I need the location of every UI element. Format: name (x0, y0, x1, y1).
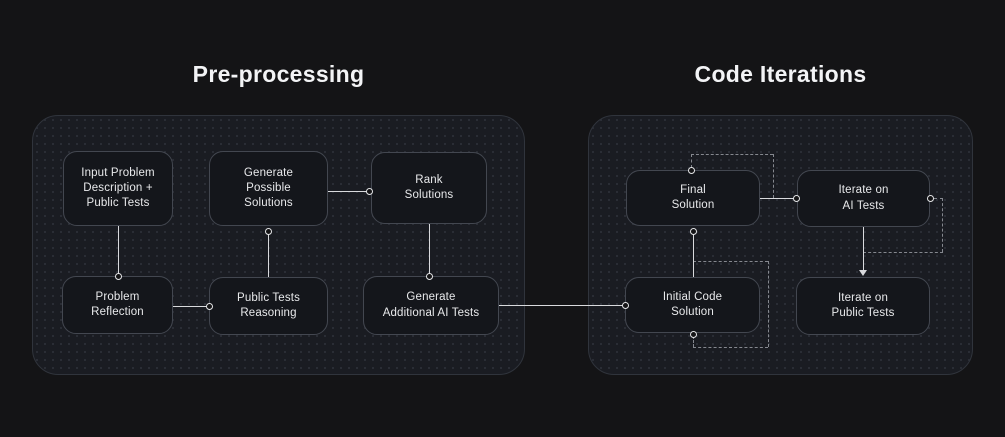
node-generate-possible-solutions-label: Generate Possible Solutions (243, 166, 294, 210)
edge-generate-possible-to-rank-solutions (328, 191, 368, 192)
edge-dashed-initial-code-bottom-h (693, 347, 768, 348)
edge-initial-code-to-final-solution (693, 233, 694, 277)
circle-marker-problem-reflection-top (115, 273, 122, 280)
edge-problem-reflection-to-public-tests-reasoning (173, 306, 207, 307)
edge-input-problem-to-problem-reflection (118, 226, 119, 274)
circle-marker-iterate-ai-right (927, 195, 934, 202)
node-final-solution-label: Final Solution (671, 183, 715, 211)
panel-code-iterations (588, 115, 973, 375)
circle-marker-rank-solutions-left (366, 188, 373, 195)
edge-dashed-final-solution-top-v (691, 154, 692, 168)
edge-final-solution-to-iterate-ai (760, 198, 794, 199)
circle-marker-initial-code-bottom (690, 331, 697, 338)
node-public-tests-reasoning: Public Tests Reasoning (209, 277, 328, 335)
edge-generate-ai-tests-to-initial-code (499, 305, 623, 306)
node-initial-code-solution: Initial Code Solution (625, 277, 760, 333)
edge-dashed-final-solution-top-h (691, 154, 773, 155)
edge-public-tests-reasoning-to-generate-possible (268, 233, 269, 277)
node-initial-code-solution-label: Initial Code Solution (662, 290, 723, 318)
node-input-problem-label: Input Problem Description + Public Tests (81, 166, 155, 210)
edge-rank-solutions-to-generate-ai-tests (429, 224, 430, 274)
node-generate-possible-solutions: Generate Possible Solutions (209, 151, 328, 226)
edge-iterate-ai-to-iterate-public (863, 227, 864, 270)
node-input-problem: Input Problem Description + Public Tests (63, 151, 173, 226)
circle-marker-final-solution-top (688, 167, 695, 174)
circle-marker-initial-code-left (622, 302, 629, 309)
circle-marker-generate-ai-tests-top (426, 273, 433, 280)
node-iterate-on-public-tests: Iterate on Public Tests (796, 277, 930, 335)
node-rank-solutions-label: Rank Solutions (404, 173, 454, 201)
edge-dashed-final-solution-top-drop (773, 154, 774, 198)
edge-dashed-iterate-ai-right-h (934, 198, 943, 199)
node-problem-reflection-label: Problem Reflection (91, 290, 144, 318)
node-problem-reflection: Problem Reflection (62, 276, 173, 334)
edge-dashed-initial-code-right-v (768, 261, 769, 347)
edge-dashed-iterate-ai-right-v (942, 198, 943, 252)
section-title-code-iterations: Code Iterations (694, 61, 867, 87)
circle-marker-final-solution-bottom (690, 228, 697, 235)
section-title-pre-processing: Pre-processing (192, 61, 365, 87)
node-generate-additional-ai-tests: Generate Additional AI Tests (363, 276, 499, 335)
node-rank-solutions: Rank Solutions (371, 152, 487, 224)
arrow-marker-iterate-public-top (859, 270, 867, 276)
edge-dashed-initial-code-bottom-stub (693, 336, 694, 347)
circle-marker-public-tests-reasoning-left (206, 303, 213, 310)
node-final-solution: Final Solution (626, 170, 760, 226)
edge-dashed-iterate-ai-return-h (863, 252, 943, 253)
node-iterate-on-ai-tests: Iterate on AI Tests (797, 170, 930, 227)
node-generate-additional-ai-tests-label: Generate Additional AI Tests (382, 291, 480, 319)
edge-dashed-initial-code-top-h (693, 261, 768, 262)
node-iterate-on-ai-tests-label: Iterate on AI Tests (838, 184, 889, 212)
circle-marker-iterate-ai-left (793, 195, 800, 202)
node-public-tests-reasoning-label: Public Tests Reasoning (237, 291, 300, 319)
circle-marker-generate-possible-bottom (265, 228, 272, 235)
node-iterate-on-public-tests-label: Iterate on Public Tests (831, 291, 895, 319)
